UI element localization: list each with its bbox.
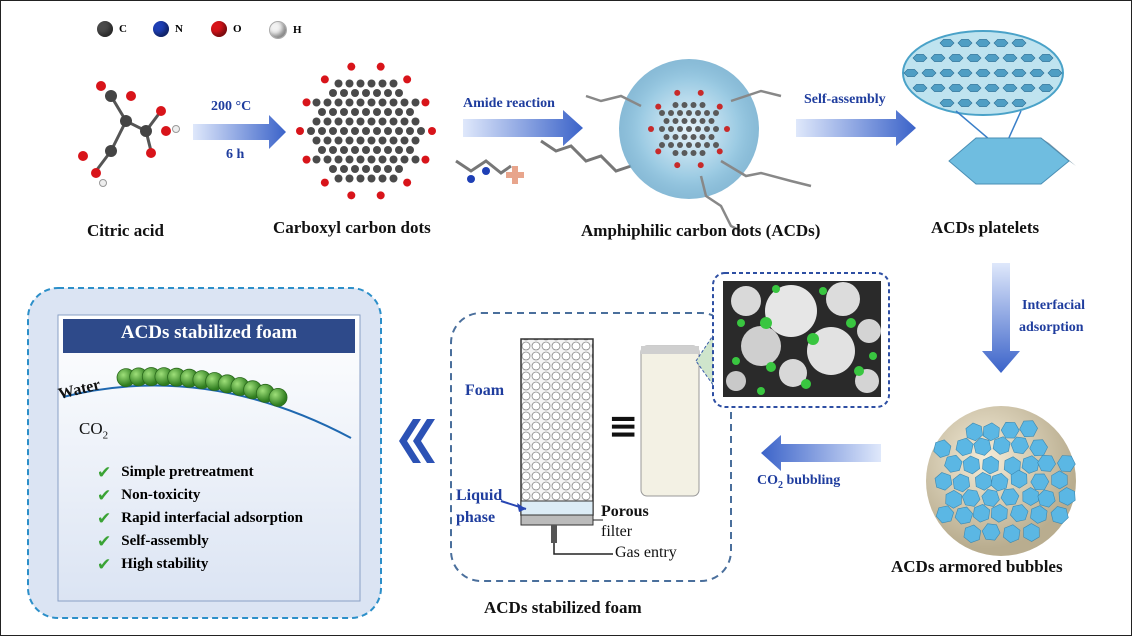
- gas-inlet: [551, 525, 557, 543]
- legend-oxygen: O: [211, 21, 242, 37]
- interface-line: [62, 384, 352, 439]
- equivalence-symbol: ≡: [608, 406, 639, 447]
- foam-vial-photo: [640, 345, 700, 497]
- check-icon: ✔: [97, 531, 112, 552]
- label-temperature: 200 °C: [211, 99, 252, 114]
- label-co2-bubbling: CO2 bubbling: [757, 473, 841, 491]
- carboxyl-carbon-dot: [296, 62, 436, 200]
- citric-acid-molecule: [78, 81, 180, 187]
- legend-nitrogen: N: [153, 21, 183, 37]
- label-porous: Porous: [601, 503, 649, 520]
- plus-icon: [506, 166, 524, 184]
- legend-label: H: [293, 24, 302, 36]
- armor-hexagons: [933, 420, 1076, 544]
- label-gas-entry: Gas entry: [615, 544, 677, 561]
- label-interfacial: Interfacial: [1022, 298, 1085, 313]
- foam-setup-box: [450, 312, 732, 582]
- panel-title-bar: [63, 319, 355, 353]
- foam-column: [520, 338, 594, 516]
- porous-filter: [520, 514, 594, 526]
- legend-carbon: C: [97, 21, 127, 37]
- label-adsorption: adsorption: [1019, 320, 1084, 335]
- legend-label: N: [175, 23, 183, 35]
- feature-item: ✔High stability: [97, 554, 209, 575]
- microscopy-bubbles: [726, 282, 881, 393]
- legend-label: C: [119, 23, 127, 35]
- arrow-left-icon: [761, 435, 881, 471]
- label-co2: CO2: [79, 419, 109, 442]
- feature-item: ✔Self-assembly: [97, 531, 209, 552]
- check-icon: ✔: [97, 485, 112, 506]
- label-citric-acid: Citric acid: [87, 221, 164, 240]
- label-time: 6 h: [226, 147, 245, 162]
- feature-item: ✔Simple pretreatment: [97, 462, 254, 483]
- carbon-dot-row: [116, 367, 288, 407]
- summary-panel: [57, 314, 361, 602]
- microscopy-green-regions: [732, 285, 877, 395]
- acd-core: [648, 89, 730, 169]
- check-icon: ✔: [97, 554, 112, 575]
- label-acds-platelets: ACDs platelets: [931, 218, 1040, 237]
- feature-item: ✔Rapid interfacial adsorption: [97, 508, 303, 529]
- label-foam-setup: ACDs stabilized foam: [484, 598, 642, 617]
- label-amide-reaction: Amide reaction: [463, 96, 555, 111]
- label-self-assembly: Self-assembly: [804, 92, 886, 107]
- label-carboxyl-carbon-dots: Carboxyl carbon dots: [273, 218, 431, 237]
- arrow-right-icon: [193, 115, 286, 149]
- platelet-hexagons: [903, 39, 1063, 107]
- acd-chains: [585, 89, 812, 233]
- legend-label: O: [233, 23, 242, 35]
- arrow-right-icon: [463, 110, 583, 146]
- label-liquid: Liquid: [456, 487, 503, 504]
- nitrogen-atom-icon: [153, 21, 169, 37]
- check-icon: ✔: [97, 462, 112, 483]
- feature-item: ✔Non-toxicity: [97, 485, 201, 506]
- feature-list: ✔Simple pretreatment ✔Non-toxicity ✔Rapi…: [97, 461, 303, 576]
- panel-title: ACDs stabilized foam: [120, 322, 298, 343]
- hydrogen-atom-icon: [269, 21, 287, 39]
- check-icon: ✔: [97, 508, 112, 529]
- oxygen-atom-icon: [211, 21, 227, 37]
- carbon-atom-icon: [97, 21, 113, 37]
- legend-hydrogen: H: [269, 21, 302, 39]
- amine-molecule: [455, 159, 512, 183]
- label-filter: filter: [601, 523, 633, 540]
- arrow-right-icon: [796, 110, 916, 146]
- label-foam: Foam: [465, 382, 505, 399]
- arrow-down-icon: [982, 263, 1020, 373]
- alkyl-chain: [540, 139, 632, 173]
- double-chevron-left-icon: [399, 419, 435, 463]
- label-armored-bubbles: ACDs armored bubbles: [891, 557, 1063, 576]
- label-acds: Amphiphilic carbon dots (ACDs): [581, 221, 821, 240]
- label-phase: phase: [456, 509, 496, 526]
